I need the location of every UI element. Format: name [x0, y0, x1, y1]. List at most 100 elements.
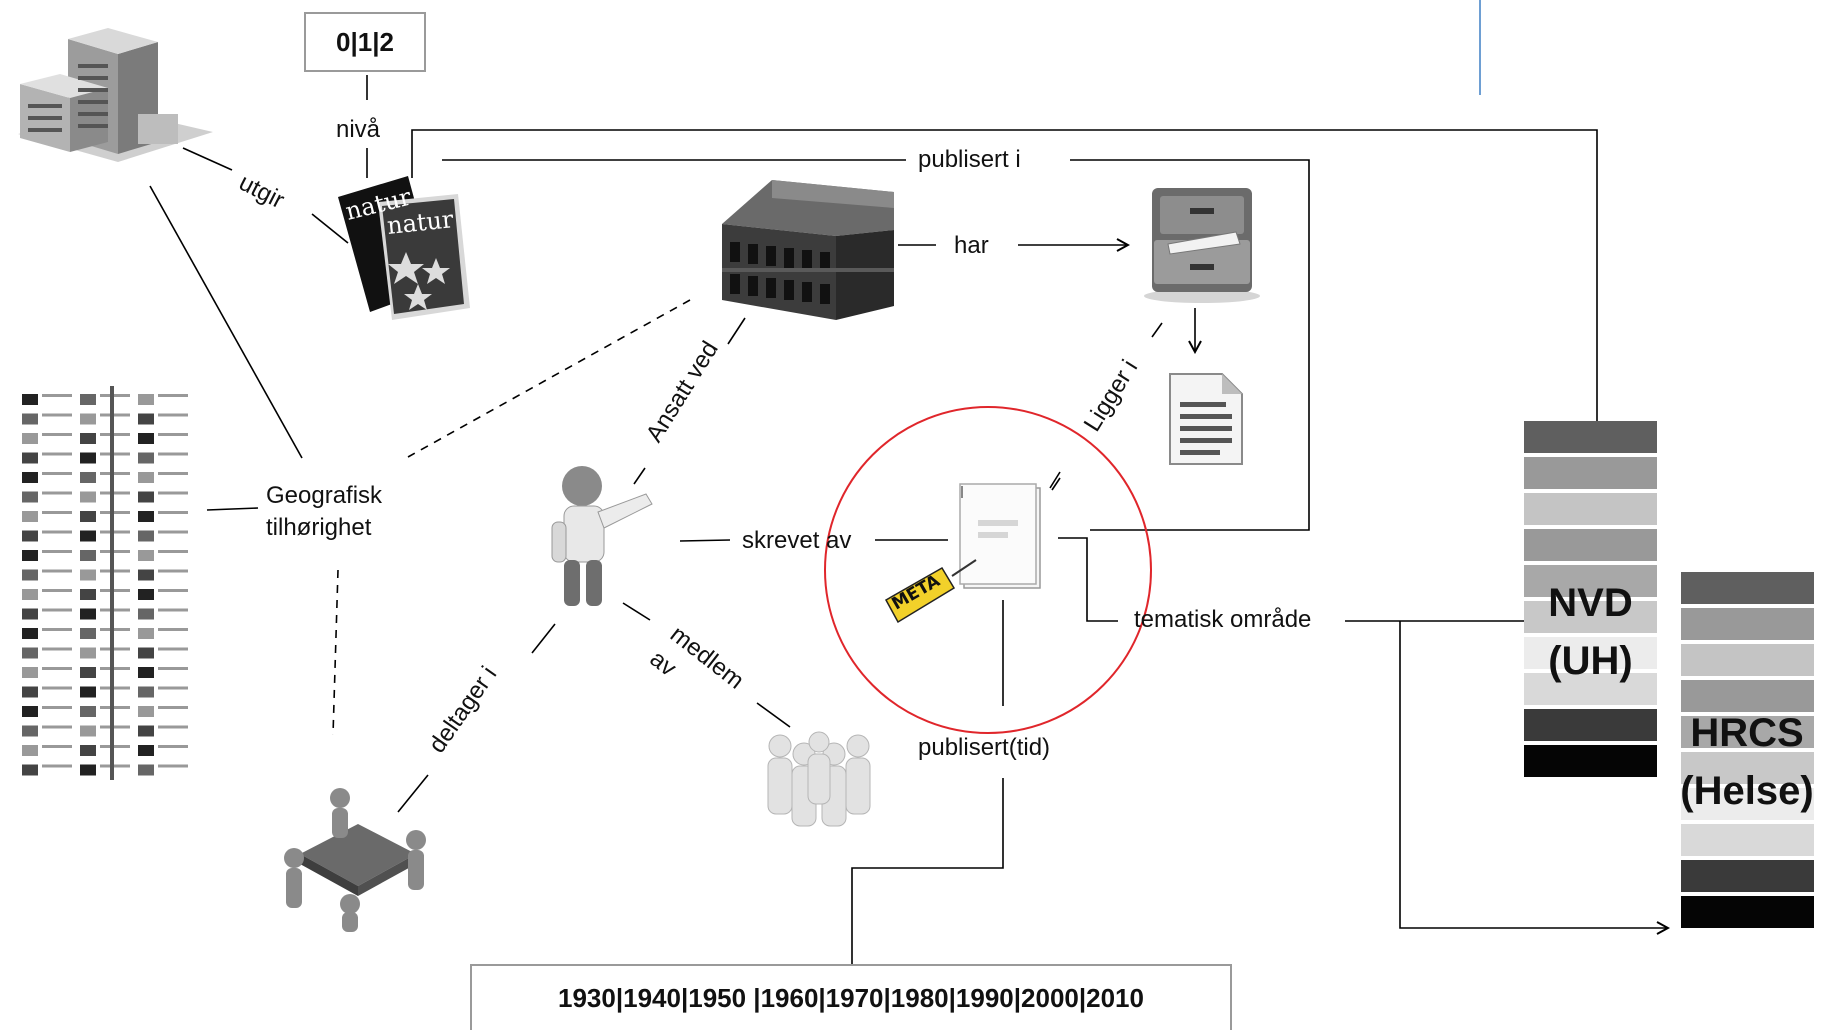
- flag-caption-mark: [100, 667, 130, 670]
- flag-mark: [80, 433, 96, 444]
- flag-mark: [22, 589, 38, 600]
- flag-mark: [22, 530, 38, 542]
- flag-caption-mark: [100, 628, 130, 631]
- flag-mark: [22, 550, 38, 561]
- nvd-stack-bar: [1524, 565, 1657, 597]
- flag-mark: [22, 433, 38, 444]
- hrcs-stack-bar: [1681, 644, 1814, 676]
- label-publisert-i: publisert i: [914, 146, 1025, 174]
- flag-mark: [22, 491, 38, 503]
- flag-mark: [138, 491, 154, 503]
- flag-mark: [138, 530, 154, 542]
- flag-caption-mark: [100, 394, 130, 397]
- flag-mark: [80, 647, 96, 659]
- hrcs-stack-bar: [1681, 752, 1814, 784]
- flag-caption-mark: [100, 530, 130, 534]
- flag-mark: [138, 452, 154, 464]
- flag-caption-mark: [42, 706, 72, 709]
- hrcs-stack-bar: [1681, 860, 1814, 892]
- flag-caption-mark: [42, 550, 72, 553]
- flag-caption-mark: [42, 628, 72, 631]
- flag-caption-mark: [100, 472, 130, 475]
- journal-title-front: natur: [386, 205, 455, 240]
- hrcs-stack-bar: [1681, 680, 1814, 712]
- flag-mark: [80, 491, 96, 503]
- flag-mark: [80, 725, 96, 737]
- group-of-people-icon: [767, 731, 871, 827]
- flag-caption-mark: [158, 550, 188, 553]
- flag-caption-mark: [100, 433, 130, 436]
- flag-mark: [80, 589, 96, 600]
- flag-caption-mark: [100, 745, 130, 748]
- flag-mark: [138, 433, 154, 444]
- flag-caption-mark: [100, 550, 130, 553]
- document-icon: [1169, 373, 1243, 465]
- flag-caption-mark: [100, 764, 130, 768]
- flag-caption-mark: [100, 647, 130, 651]
- flag-mark: [22, 511, 38, 522]
- nvd-stack-bar: [1524, 601, 1657, 633]
- flag-mark: [80, 667, 96, 678]
- flag-caption-mark: [158, 686, 188, 690]
- flag-mark: [80, 394, 96, 405]
- flag-mark: [138, 686, 154, 698]
- flag-caption-mark: [42, 511, 72, 514]
- flag-mark: [138, 667, 154, 678]
- person-presenting-icon: [551, 466, 653, 606]
- flag-mark: [138, 725, 154, 737]
- hrcs-classification-stack: [1681, 572, 1814, 928]
- nvd-stack-bar: [1524, 457, 1657, 489]
- nvd-stack-bar: [1524, 637, 1657, 669]
- flag-caption-mark: [158, 413, 188, 417]
- flag-caption-mark: [42, 491, 72, 495]
- flag-mark: [80, 530, 96, 542]
- hrcs-stack-bar: [1681, 788, 1814, 820]
- flag-caption-mark: [100, 511, 130, 514]
- flag-caption-mark: [42, 686, 72, 690]
- flag-mark: [138, 764, 154, 776]
- flag-caption-mark: [158, 628, 188, 631]
- hrcs-stack-bar: [1681, 608, 1814, 640]
- nvd-stack-bar: [1524, 673, 1657, 705]
- flag-mark: [138, 569, 154, 581]
- flag-mark: [22, 394, 38, 405]
- hrcs-stack-bar: [1681, 716, 1814, 748]
- flag-caption-mark: [158, 511, 188, 514]
- flag-caption-mark: [158, 608, 188, 612]
- flag-caption-mark: [100, 686, 130, 690]
- flag-caption-mark: [42, 472, 72, 475]
- hrcs-label-line2: (Helse): [1680, 769, 1814, 813]
- flag-mark: [80, 706, 96, 717]
- level-box: 0|1|2: [304, 12, 426, 72]
- label-skrevet-av: skrevet av: [742, 527, 852, 554]
- flag-mark: [22, 628, 38, 639]
- flag-mark: [138, 706, 154, 717]
- flag-mark: [138, 628, 154, 639]
- hrcs-stack-bar: [1681, 896, 1814, 928]
- nvd-stack-bar: [1524, 529, 1657, 561]
- flag-caption-mark: [42, 452, 72, 456]
- flag-mark: [80, 745, 96, 756]
- flag-table-divider: [110, 386, 114, 780]
- archive-cabinet-icon: [1144, 188, 1260, 303]
- flag-caption-mark: [42, 725, 72, 729]
- flag-caption-mark: [42, 433, 72, 436]
- flag-caption-mark: [42, 413, 72, 417]
- nvd-label: NVD (UH): [1524, 574, 1657, 690]
- flag-caption-mark: [158, 491, 188, 495]
- nvd-label-line1: NVD: [1548, 581, 1633, 625]
- puzzle-team-icon: [284, 788, 426, 932]
- flag-mark: [22, 608, 38, 620]
- flag-mark: [80, 413, 96, 425]
- flag-mark: [22, 764, 38, 776]
- timeline-box: 1930|1940|1950 |1960|1970|1980|1990|2000…: [470, 964, 1232, 1030]
- flag-caption-mark: [100, 452, 130, 456]
- flag-caption-mark: [158, 706, 188, 709]
- label-har: har: [950, 232, 993, 260]
- flag-caption-mark: [42, 745, 72, 748]
- flag-mark: [22, 686, 38, 698]
- flag-mark: [22, 452, 38, 464]
- flag-mark: [80, 764, 96, 776]
- flag-mark: [22, 667, 38, 678]
